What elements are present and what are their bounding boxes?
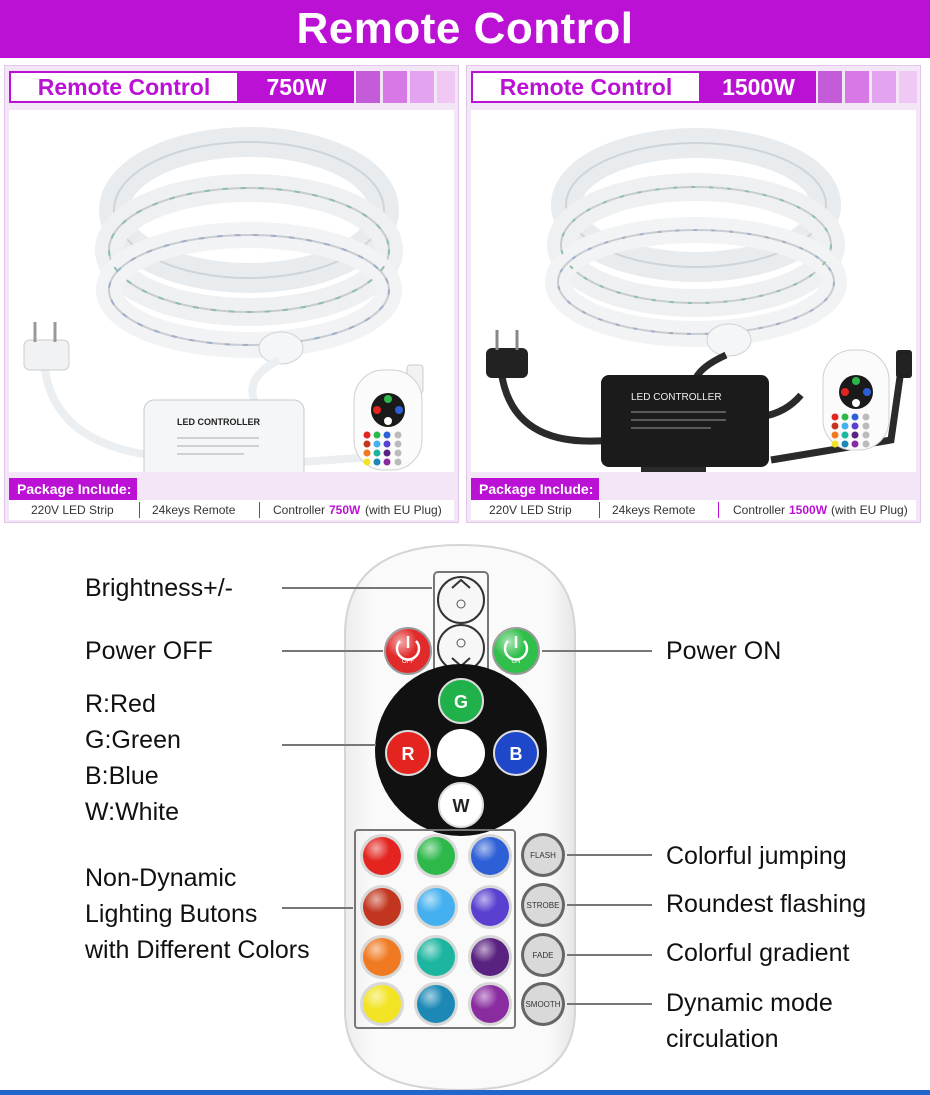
mode-button-fade[interactable]: FADE [521,933,565,977]
svg-text:B: B [510,744,523,764]
color-button[interactable] [414,935,458,979]
package-item-watt: 750W [329,503,361,517]
package-item-controller: Controller [733,503,786,517]
product-panel-750w: Remote Control 750W [4,65,459,523]
divider [599,502,600,518]
mode-button-smooth[interactable]: SMOOTH [521,982,565,1026]
page-title: Remote Control [0,0,930,58]
color-button[interactable] [360,834,404,878]
panel-title: Remote Control [9,71,239,103]
brightness-up-button[interactable] [437,576,485,624]
package-item-strip: 220V LED Strip [31,503,114,517]
color-button[interactable] [468,834,512,878]
label-brightness: Brightness+/- [85,574,233,602]
color-button[interactable] [414,834,458,878]
label-non-dynamic-1: Non-Dynamic [85,864,237,892]
bottom-accent-bar [0,1090,930,1095]
on-text: ON [512,659,521,665]
mode-button-label: STROBE [527,901,560,910]
label-smooth-2: circulation [666,1025,779,1053]
label-green: G:Green [85,726,181,754]
product-photo: LED CONTROLLER [471,110,916,472]
color-button[interactable] [414,982,458,1026]
led-strip-kit-image: LED CONTROLLER [23,127,424,472]
color-button[interactable] [414,885,458,929]
package-items: 220V LED Strip 24keys Remote Controller … [471,500,916,520]
green-button[interactable]: G [438,678,484,724]
label-non-dynamic-3: with Different Colors [85,936,310,964]
remote-diagram: OFF ON G R B W FLASH STROBE FADE SMOOTH [282,543,652,1090]
package-item-remote: 24keys Remote [152,503,236,517]
power-on-button[interactable]: ON [492,627,540,675]
color-button[interactable] [468,935,512,979]
off-text: OFF [402,659,414,665]
package-item-watt: 1500W [789,503,828,517]
label-power-on: Power ON [666,637,782,665]
label-flash: Colorful jumping [666,842,847,870]
color-button[interactable] [468,982,512,1026]
mode-button-strobe[interactable]: STROBE [521,883,565,927]
product-photo: LED CONTROLLER [9,110,454,472]
power-off-button[interactable]: OFF [384,627,432,675]
center-white-button[interactable] [437,729,485,777]
mode-button-label: FADE [533,951,554,960]
svg-text:G: G [454,692,468,712]
product-panel-1500w: Remote Control 1500W [466,65,921,523]
white-button[interactable]: W [438,782,484,828]
package-items: 220V LED Strip 24keys Remote Controller … [9,500,454,520]
panel-watt: 1500W [701,71,816,103]
label-red: R:Red [85,690,156,718]
color-button[interactable] [468,885,512,929]
label-blue: B:Blue [85,762,159,790]
divider [139,502,140,518]
package-item-plug: (with EU Plug) [831,503,908,517]
red-button[interactable]: R [385,730,431,776]
led-strip-kit-image: LED CONTROLLER [486,128,912,472]
blue-button[interactable]: B [493,730,539,776]
label-power-off: Power OFF [85,637,213,665]
label-strobe: Roundest flashing [666,890,867,918]
package-item-strip: 220V LED Strip [489,503,572,517]
controller-label: LED CONTROLLER [631,392,722,403]
label-smooth-1: Dynamic mode [666,989,833,1017]
package-include-label: Package Include: [9,478,137,500]
panel-title: Remote Control [471,71,701,103]
color-button[interactable] [360,982,404,1026]
mode-button-flash[interactable]: FLASH [521,833,565,877]
label-non-dynamic-2: Lighting Butons [85,900,258,928]
controller-label: LED CONTROLLER [177,417,260,427]
package-item-remote: 24keys Remote [612,503,696,517]
package-item-plug: (with EU Plug) [365,503,442,517]
package-item-controller: Controller [273,503,326,517]
mode-button-label: FLASH [530,851,556,860]
label-fade: Colorful gradient [666,939,850,967]
package-include-label: Package Include: [471,478,599,500]
svg-text:W: W [453,796,470,816]
panel-watt: 750W [239,71,354,103]
color-button[interactable] [360,885,404,929]
svg-text:R: R [402,744,415,764]
divider [259,502,260,518]
color-button[interactable] [360,935,404,979]
mode-button-label: SMOOTH [525,1000,560,1009]
divider [718,502,719,518]
label-white: W:White [85,798,179,826]
